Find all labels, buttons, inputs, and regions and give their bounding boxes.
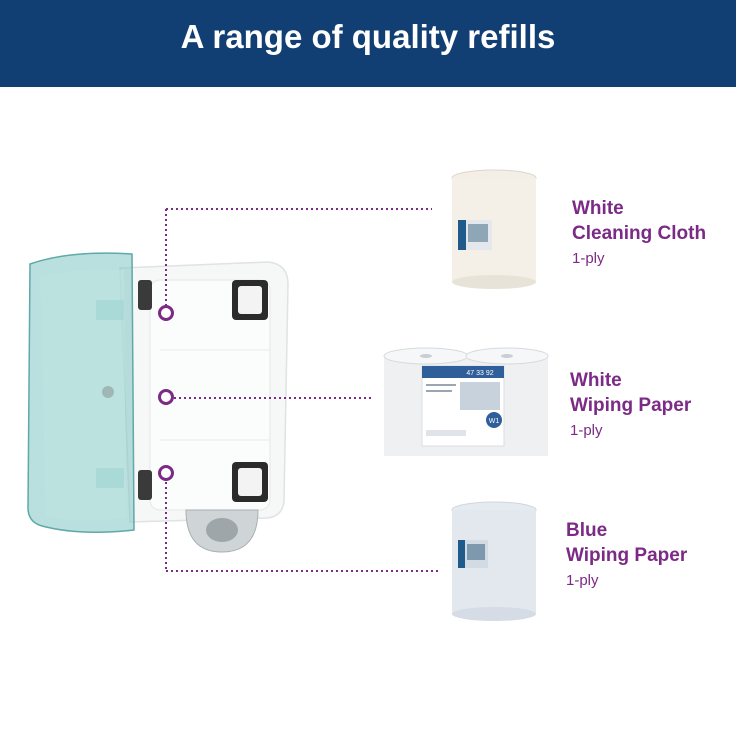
white-cleaning-cloth-roll-image (451, 169, 537, 289)
product-name-line1: Blue (566, 520, 608, 541)
pack-badge (486, 412, 502, 428)
marker-circle (158, 465, 174, 481)
dispenser-slot (138, 280, 152, 310)
pack-badge-text: W1 (489, 418, 500, 425)
product-name-line2: Wiping Paper (570, 395, 692, 416)
product-ply: 1-ply (566, 572, 599, 589)
page-title: A range of quality refills (180, 17, 556, 55)
product-ply: 1-ply (572, 250, 605, 267)
marker-circle (158, 305, 174, 321)
product-name-line2: Wiping Paper (566, 545, 688, 566)
product-label-blue-wiping-paper: Blue Wiping Paper 1-ply (566, 518, 687, 591)
product-name-line1: White (572, 198, 624, 219)
cover-hinge (102, 386, 114, 398)
dispenser-slot (138, 470, 152, 500)
pack-code: 47 33 92 (466, 370, 493, 377)
product-label-white-cleaning-cloth: White Cleaning Cloth 1-ply (572, 196, 706, 269)
header-banner: A range of quality refills (0, 0, 736, 87)
pack-brand-band (422, 366, 504, 378)
marker-circle (158, 389, 174, 405)
white-wiping-paper-pack-image: 47 33 92 W1 (383, 347, 549, 456)
product-ply: 1-ply (570, 422, 603, 439)
product-label-white-wiping-paper: White Wiping Paper 1-ply (570, 368, 691, 441)
product-name-line2: Cleaning Cloth (572, 223, 707, 244)
product-name-line1: White (570, 370, 622, 391)
dispenser-image (27, 252, 289, 553)
blue-wiping-paper-roll-image (451, 501, 537, 621)
